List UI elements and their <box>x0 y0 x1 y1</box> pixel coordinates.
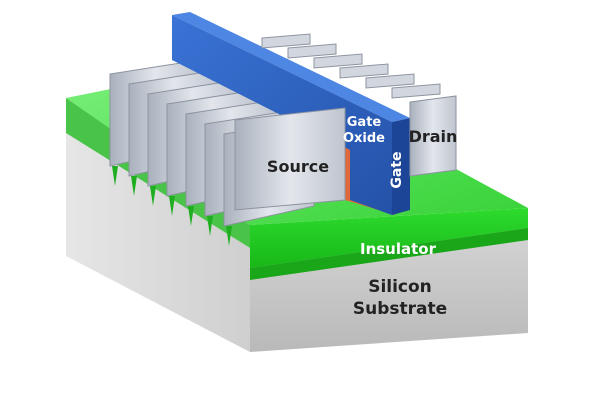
fin-plate-right <box>339 63 389 79</box>
fin-plate-right <box>313 53 363 69</box>
gate-oxide-label-line2: Oxide <box>343 131 385 146</box>
drain-label: Drain <box>409 127 458 146</box>
fin-trench <box>226 226 232 246</box>
substrate-side-face <box>66 133 250 352</box>
fin-trench <box>131 176 137 196</box>
source-region <box>234 107 346 211</box>
fin-front <box>234 95 457 211</box>
fin-trench <box>112 166 118 186</box>
fin-plate-right <box>261 33 311 49</box>
insulator-label: Insulator <box>360 240 437 258</box>
fin-plate-right <box>391 83 441 99</box>
gate-top <box>172 12 410 122</box>
gate-front <box>392 118 410 215</box>
fin-plate-right <box>287 43 337 59</box>
fin-array-right <box>261 33 441 99</box>
fin-trench <box>188 206 194 226</box>
fin-trench <box>207 216 213 236</box>
drain-region <box>409 95 457 177</box>
fin-trench <box>169 196 175 216</box>
gate-label: Gate <box>389 151 405 188</box>
substrate-label-line2: Substrate <box>353 299 447 319</box>
substrate-label-line1: Silicon <box>368 277 432 297</box>
fin-plate-right <box>365 73 415 89</box>
source-label: Source <box>267 157 329 176</box>
fin-trench <box>150 186 156 206</box>
insulator-front-face <box>250 208 528 268</box>
gate-oxide-label-line1: Gate <box>347 115 382 130</box>
